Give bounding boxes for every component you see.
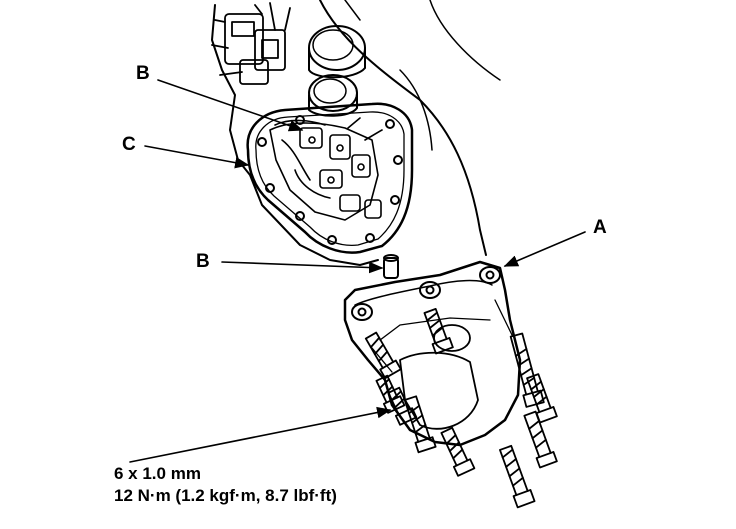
bolt [423,307,454,355]
bolt [364,331,402,380]
callout-a: A [593,217,607,238]
bolt [523,410,558,469]
bolt [499,444,536,509]
round-housing-upper [308,25,366,79]
leader-b-lower [221,261,384,274]
torque-spec: 12 N·m (1.2 kgf·m, 8.7 lbf·ft) [114,486,337,505]
bolt [509,332,545,408]
cover-bolts [364,307,558,509]
leader-a [503,231,586,267]
bolt [403,395,437,454]
dowel-pin [383,254,399,279]
valve-body-solenoids [269,117,383,221]
gasket-c [246,102,414,254]
leader-b-upper [157,79,304,132]
bolt [440,426,476,477]
bolt-size-spec: 6 x 1.0 mm [114,464,201,483]
callout-b-lower: B [196,251,210,272]
round-housing-lower [308,74,358,117]
wire-harness-connectors [211,2,291,85]
leader-c [144,145,250,169]
callout-b-upper: B [136,63,150,84]
leader-lines [129,79,586,463]
bolt [526,373,558,424]
bolt [387,386,418,426]
callout-c: C [122,134,136,155]
side-cover-a [343,260,522,447]
leader-bolt-spec [129,406,392,463]
